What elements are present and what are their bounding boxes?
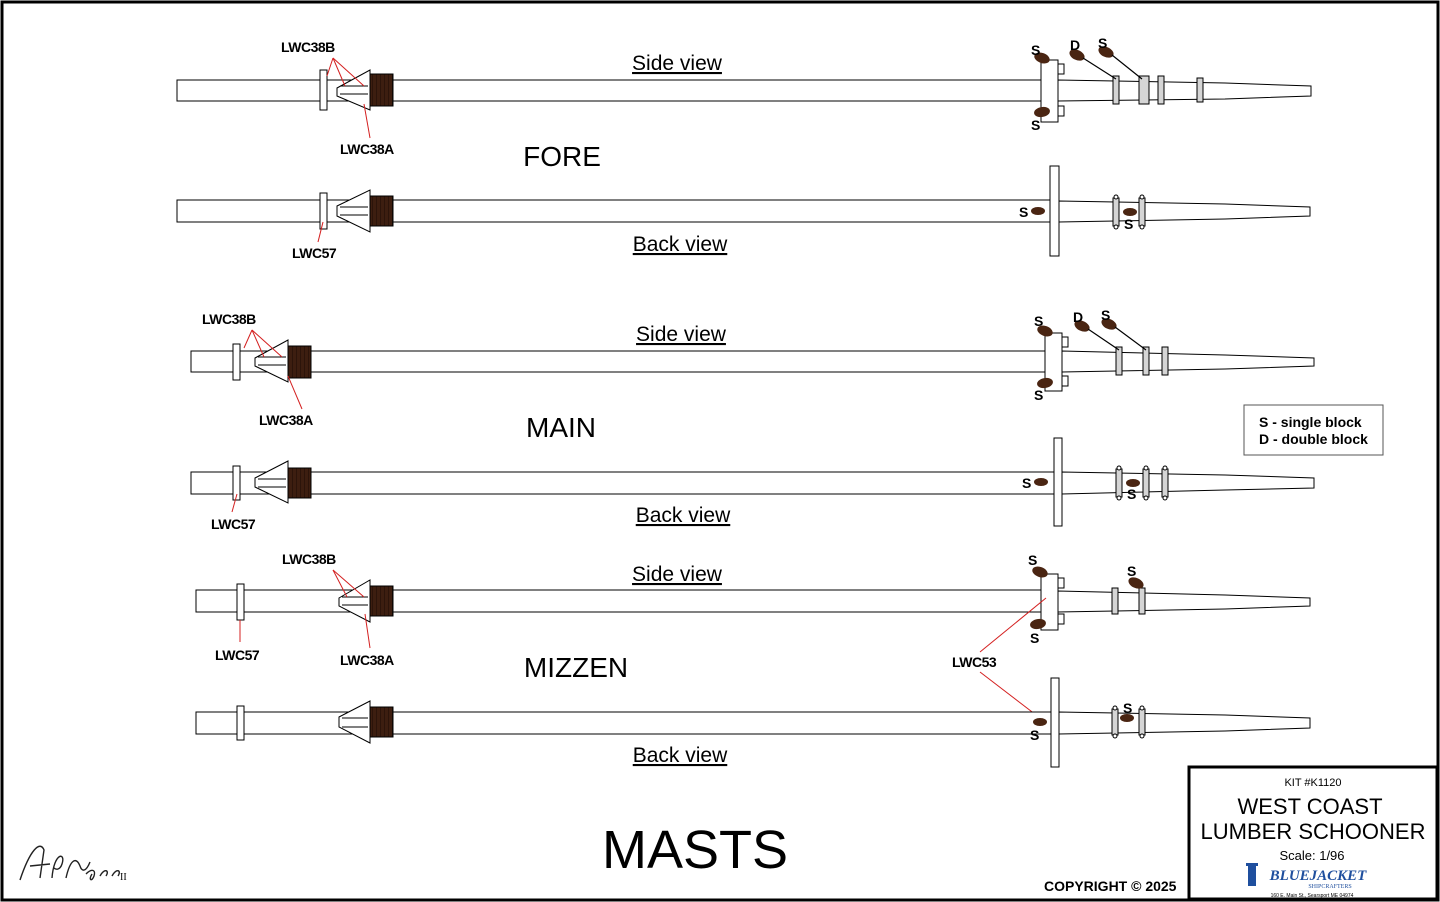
svg-text:BLUEJACKET: BLUEJACKET xyxy=(1269,868,1368,884)
mizzen-mast-title: MIZZEN xyxy=(524,652,628,683)
mizzen-lwc38a-label: LWC38A xyxy=(340,652,394,668)
fore-mast-title: FORE xyxy=(523,141,601,172)
fore-back-block-s-left: S xyxy=(1019,204,1028,220)
fore-back-block-s-right: S xyxy=(1124,216,1133,232)
fore-side-block-s-top: S xyxy=(1098,35,1107,51)
mizzen-back-block-s-lower: S xyxy=(1030,727,1039,743)
main-mast-group: Side view S D S S LWC38B xyxy=(190,307,1315,532)
mizzen-mast-group: Side view S S S LWC38B LWC57 LWC38A xyxy=(195,551,1311,768)
fore-back-view-drawing xyxy=(176,165,1311,257)
fore-side-block-s-lower: S xyxy=(1031,117,1040,133)
mizzen-lwc38b-label: LWC38B xyxy=(282,551,336,567)
mizzen-side-view-label: Side view xyxy=(632,563,723,586)
mizzen-back-view-drawing xyxy=(195,677,1311,768)
svg-text:SHIPCRAFTERS: SHIPCRAFTERS xyxy=(1308,884,1351,890)
mizzen-back-block-s-right: S xyxy=(1123,700,1132,716)
mizzen-side-block-s-lower: S xyxy=(1030,630,1039,646)
fore-side-block-s-upper: S xyxy=(1031,42,1040,58)
fore-side-view-label: Side view xyxy=(632,52,723,75)
fore-back-view-label: Back view xyxy=(633,233,728,256)
main-side-view-drawing xyxy=(190,318,1315,392)
main-side-block-d: D xyxy=(1073,309,1083,325)
title-block-scale: Scale: 1/96 xyxy=(1279,848,1344,863)
sheet-title: MASTS xyxy=(602,820,788,880)
main-lwc38b-label: LWC38B xyxy=(202,311,256,327)
mizzen-back-view-label: Back view xyxy=(633,744,728,767)
mizzen-lwc53-label: LWC53 xyxy=(952,654,997,670)
signature xyxy=(19,845,121,881)
bluejacket-logo: BLUEJACKET SHIPCRAFTERS xyxy=(1246,863,1367,890)
main-side-block-s-top: S xyxy=(1101,307,1110,323)
copyright-notice: COPYRIGHT © 2025 xyxy=(1044,878,1177,894)
main-back-block-s-right: S xyxy=(1127,486,1136,502)
title-block-line2: LUMBER SCHOONER xyxy=(1201,819,1426,844)
title-block-kit-number: KIT #K1120 xyxy=(1284,777,1341,789)
legend-single-block: S - single block xyxy=(1259,414,1362,430)
main-back-view-drawing xyxy=(190,437,1315,527)
fore-lwc57-label: LWC57 xyxy=(292,245,337,261)
main-mast-title: MAIN xyxy=(526,412,596,443)
legend-double-block: D - double block xyxy=(1259,431,1368,447)
title-block-address: 160 E. Main St., Searsport ME 04974 xyxy=(1271,893,1354,899)
fore-mast-group: Side view S D S S LWC38B xyxy=(176,35,1312,261)
main-lwc38a-label: LWC38A xyxy=(259,412,313,428)
fore-lwc38b-label: LWC38B xyxy=(281,39,335,55)
mizzen-side-view-drawing xyxy=(195,566,1311,631)
fore-side-view-drawing xyxy=(176,46,1312,123)
title-block-line1: WEST COAST xyxy=(1237,794,1382,819)
mizzen-side-block-s-top: S xyxy=(1127,563,1136,579)
main-side-view-label: Side view xyxy=(636,323,727,346)
fore-side-block-d: D xyxy=(1070,37,1080,53)
signature-suffix: II xyxy=(120,872,127,883)
main-back-view-label: Back view xyxy=(636,504,731,527)
title-block xyxy=(1187,765,1439,901)
main-side-block-s-upper: S xyxy=(1034,313,1043,329)
fore-lwc38a-label: LWC38A xyxy=(340,141,394,157)
mizzen-lwc57-label: LWC57 xyxy=(215,647,260,663)
main-side-block-s-lower: S xyxy=(1034,387,1043,403)
main-back-block-s-left: S xyxy=(1022,475,1031,491)
mizzen-side-block-s-upper: S xyxy=(1028,552,1037,568)
block-legend xyxy=(1243,404,1384,456)
main-lwc57-label: LWC57 xyxy=(211,516,256,532)
